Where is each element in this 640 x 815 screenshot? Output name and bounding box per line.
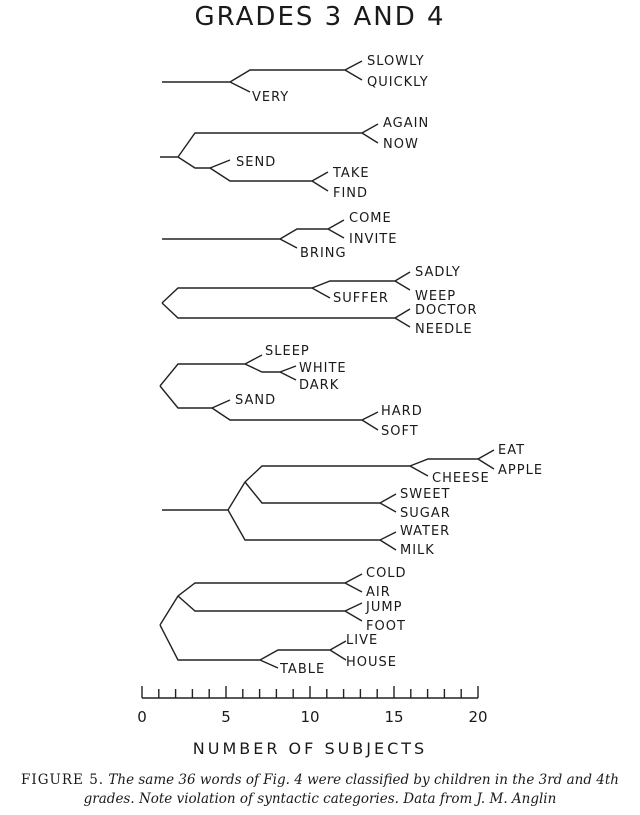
- leaf-label: BRING: [300, 246, 347, 261]
- leaf-label: FIND: [333, 186, 368, 201]
- leaf-label: CHEESE: [432, 471, 490, 486]
- leaf-label: SEND: [236, 155, 276, 170]
- figure-label: FIGURE 5.: [21, 772, 105, 788]
- leaf-label: SLEEP: [265, 344, 310, 359]
- leaf-label: WEEP: [415, 289, 456, 304]
- leaf-label: SOFT: [381, 424, 419, 439]
- cluster-5: SLEEP WHITE DARK SAND HARD SOFT: [159, 344, 423, 439]
- leaf-label: NOW: [383, 137, 419, 152]
- cluster-4: SADLY SUFFER WEEP DOCTOR NEEDLE: [161, 265, 478, 337]
- figure-caption: FIGURE 5. The same 36 words of Fig. 4 we…: [0, 771, 640, 809]
- leaf-label: SAND: [235, 393, 276, 408]
- leaf-label: EAT: [498, 443, 525, 458]
- branch: [162, 449, 495, 551]
- axis-tick-label: 5: [221, 708, 231, 726]
- leaf-label: AGAIN: [383, 116, 429, 131]
- axis-minor-ticks: [141, 686, 479, 698]
- cluster-2: AGAIN NOW SEND TAKE FIND: [160, 116, 429, 201]
- figure-caption-text: The same 36 words of Fig. 4 were classif…: [83, 772, 619, 807]
- leaf-label: SADLY: [415, 265, 461, 280]
- cluster-1: SLOWLY QUICKLY VERY: [162, 54, 429, 105]
- branch: [162, 219, 345, 249]
- cluster-3: COME INVITE BRING: [162, 211, 397, 261]
- leaf-label: HOUSE: [346, 655, 397, 670]
- leaf-label: WHITE: [299, 361, 347, 376]
- leaf-label: COME: [349, 211, 392, 226]
- axis-tick-label: 0: [137, 708, 147, 726]
- leaf-label: FOOT: [366, 619, 406, 634]
- leaf-label: INVITE: [349, 232, 397, 247]
- axis-title: NUMBER OF SUBJECTS: [193, 739, 427, 758]
- axis-tick-label: 10: [300, 708, 319, 726]
- leaf-label: WATER: [400, 524, 450, 539]
- branch: [159, 573, 363, 669]
- cluster-7: COLD AIR JUMP FOOT LIVE TABLE HOUSE: [159, 566, 407, 677]
- leaf-label: DARK: [299, 378, 339, 393]
- leaf-label: JUMP: [365, 600, 402, 615]
- cluster-6: EAT CHEESE APPLE SWEET SUGAR WATER MILK: [162, 443, 543, 558]
- branch: [160, 123, 379, 192]
- subjects-axis: 0 5 10 15 20 NUMBER OF SUBJECTS: [137, 686, 488, 758]
- leaf-label: HARD: [381, 404, 423, 419]
- leaf-label: QUICKLY: [367, 75, 429, 90]
- leaf-label: TAKE: [332, 166, 370, 181]
- leaf-label: DOCTOR: [415, 303, 478, 318]
- axis-tick-label: 15: [384, 708, 403, 726]
- leaf-label: COLD: [366, 566, 407, 581]
- leaf-label: APPLE: [498, 463, 543, 478]
- leaf-label: SUGAR: [400, 506, 451, 521]
- leaf-label: TABLE: [279, 662, 325, 677]
- leaf-label: LIVE: [346, 633, 378, 648]
- leaf-label: AIR: [366, 585, 391, 600]
- leaf-label: MILK: [400, 543, 435, 558]
- leaf-label: SLOWLY: [367, 54, 425, 69]
- branch: [161, 271, 411, 328]
- leaf-label: SUFFER: [333, 291, 389, 306]
- leaf-label: NEEDLE: [415, 322, 473, 337]
- leaf-label: VERY: [252, 90, 289, 105]
- leaf-label: SWEET: [400, 487, 450, 502]
- branch: [159, 354, 379, 431]
- axis-tick-label: 20: [468, 708, 487, 726]
- diagram-title: GRADES 3 AND 4: [194, 2, 446, 32]
- branch: [162, 60, 363, 93]
- dendrogram: SLOWLY QUICKLY VERY AGAIN NOW SEND TAKE …: [137, 54, 543, 758]
